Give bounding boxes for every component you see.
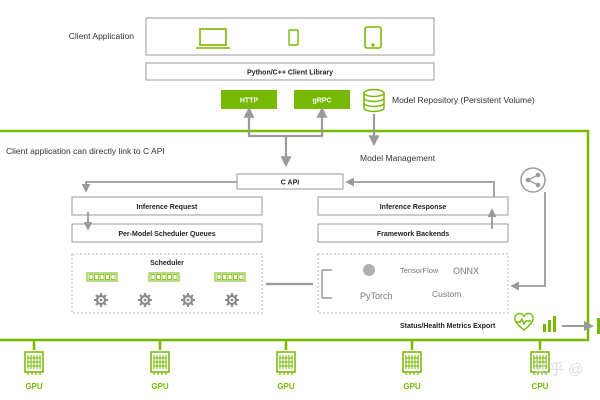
gpu-chip-icon xyxy=(24,351,44,376)
direct-link-note: Client application can directly link to … xyxy=(6,146,165,156)
phone-icon xyxy=(288,29,299,46)
pytorch-label: PyTorch xyxy=(360,291,393,301)
caffe2-logo-icon xyxy=(363,264,375,276)
gpu-chip-icon xyxy=(402,351,422,376)
gpu-label: GPU xyxy=(403,382,421,391)
hardware-connectors xyxy=(32,340,542,350)
cpu-label: CPU xyxy=(532,382,549,391)
gpu-chip-icon xyxy=(150,351,170,376)
http-label: HTTP xyxy=(240,98,259,105)
model-queue-icon xyxy=(214,272,246,282)
inference-response-box xyxy=(317,196,509,216)
scheduler-queues-label: Per-Model Scheduler Queues xyxy=(118,231,215,238)
gear-icon xyxy=(92,291,110,309)
client-library-label: Python/C++ Client Library xyxy=(247,70,333,77)
client-application-label: Client Application xyxy=(69,31,134,41)
scheduler-queues-box xyxy=(71,223,263,243)
onnx-label: ONNX xyxy=(453,266,479,276)
gpu-label: GPU xyxy=(151,382,169,391)
database-icon xyxy=(363,88,385,113)
gpu-label: GPU xyxy=(277,382,295,391)
model-management-label: Model Management xyxy=(360,153,436,163)
backends-box xyxy=(317,253,509,314)
inference-request-label: Inference Request xyxy=(137,204,198,211)
bar-chart-icon xyxy=(543,316,556,332)
grpc-box xyxy=(294,90,350,109)
gear-icon xyxy=(223,291,241,309)
server-boundary xyxy=(0,129,590,342)
model-queue-icon xyxy=(86,272,118,282)
framework-backends-label: Framework Backends xyxy=(377,231,449,238)
response-to-c-api-arrow xyxy=(345,177,495,197)
gpu-chip-icon xyxy=(276,351,296,376)
c-api-to-request-arrow xyxy=(81,181,237,193)
model-queue-icon xyxy=(148,272,180,282)
framework-backends-box xyxy=(317,223,509,243)
gear-icon xyxy=(136,291,154,309)
watermark: 知乎 @ xyxy=(534,361,583,378)
heartbeat-icon xyxy=(514,312,534,331)
scheduler-label: Scheduler xyxy=(150,260,184,267)
tensorflow-label: TensorFlow xyxy=(400,266,439,275)
laptop-icon xyxy=(196,28,230,49)
http-box xyxy=(221,90,277,109)
tablet-icon xyxy=(364,26,382,49)
client-application-box xyxy=(145,17,435,56)
model-repository-label: Model Repository (Persistent Volume) xyxy=(392,95,535,105)
status-metrics-label: Status/Health Metrics Export xyxy=(400,323,496,330)
client-library-box xyxy=(145,62,435,81)
inference-response-label: Inference Response xyxy=(380,204,447,211)
custom-label: Custom xyxy=(432,289,461,299)
metrics-endpoint-marker xyxy=(597,318,600,334)
backend-fanout-arrows xyxy=(321,269,332,299)
model-management-to-backends-arrow xyxy=(510,192,546,291)
gear-icon xyxy=(179,291,197,309)
gpu-label: GPU xyxy=(25,382,43,391)
c-api-label: C API xyxy=(281,180,299,187)
grpc-label: gRPC xyxy=(312,98,331,105)
inference-request-box xyxy=(71,196,263,216)
share-icon xyxy=(520,167,546,193)
